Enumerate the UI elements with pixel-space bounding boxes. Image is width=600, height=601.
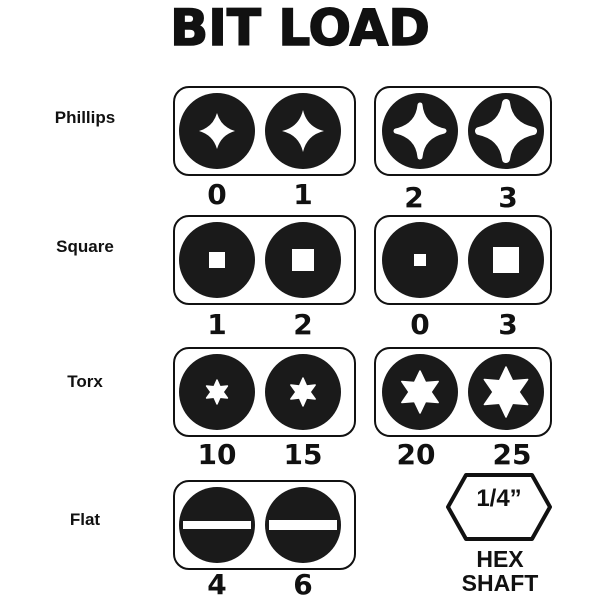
row-label-torx: Torx: [67, 372, 103, 391]
phillips-size-label: 3: [498, 181, 518, 214]
row-label-phillips: Phillips: [54, 108, 116, 127]
phillips-1-bit-icon: [265, 93, 341, 169]
square-group-small: [173, 215, 356, 305]
flat-group: [173, 480, 356, 570]
phillips-0-bit-icon: [179, 93, 255, 169]
flat-size-label: 4: [207, 568, 227, 601]
flat-6-bit-icon: [265, 487, 341, 563]
flat-size-label: 6: [293, 568, 313, 601]
phillips-size-label: 2: [404, 181, 424, 214]
phillips-group-large: [374, 86, 552, 176]
torx-size-label: 20: [396, 438, 436, 471]
page-title: BIT LOAD: [169, 0, 430, 57]
square-0-bit-icon: [382, 222, 458, 298]
square-size-label: 2: [293, 308, 313, 341]
torx-20-bit-icon: [382, 354, 458, 430]
torx-group-large: [374, 347, 552, 437]
phillips-group-small: [173, 86, 356, 176]
square-group-large: [374, 215, 552, 305]
torx-size-label: 10: [197, 438, 237, 471]
hex-caption-line1: HEX: [476, 546, 524, 572]
square-size-label: 3: [498, 308, 518, 341]
torx-size-label: 25: [492, 438, 532, 471]
square-1-bit-icon: [179, 222, 255, 298]
torx-size-label: 15: [283, 438, 323, 471]
square-2-bit-icon: [265, 222, 341, 298]
phillips-2-bit-icon: [382, 93, 458, 169]
torx-10-bit-icon: [179, 354, 255, 430]
hex-shaft-icon: 1/4”: [444, 471, 554, 543]
row-label-square: Square: [56, 237, 114, 256]
torx-25-bit-icon: [468, 354, 544, 430]
torx-15-bit-icon: [265, 354, 341, 430]
torx-group-small: [173, 347, 356, 437]
flat-4-bit-icon: [179, 487, 255, 563]
square-size-label: 1: [207, 308, 227, 341]
phillips-size-label: 0: [207, 178, 227, 211]
phillips-size-label: 1: [293, 178, 313, 211]
square-size-label: 0: [410, 308, 430, 341]
hex-size-label: 1/4”: [476, 485, 522, 512]
phillips-3-bit-icon: [468, 93, 544, 169]
square-3-bit-icon: [468, 222, 544, 298]
hex-caption-line2: SHAFT: [461, 570, 539, 596]
row-label-flat: Flat: [69, 510, 101, 529]
